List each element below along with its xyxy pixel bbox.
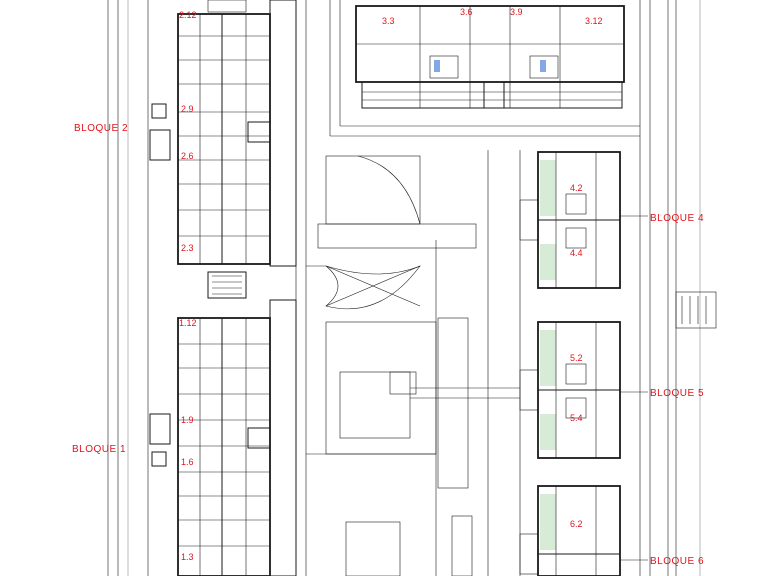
bloque-1-building [149, 271, 297, 576]
unit-label-3-12: 3.12 [585, 16, 603, 26]
unit-label-2-6: 2.6 [181, 151, 194, 161]
unit-label-1-3: 1.3 [181, 552, 194, 562]
unit-label-1-6: 1.6 [181, 457, 194, 467]
unit-label-3-3: 3.3 [382, 16, 395, 26]
unit-label-6-2: 6.2 [570, 519, 583, 529]
site-perimeter-lines [107, 0, 701, 576]
bloque-5-building [519, 321, 621, 459]
label-bloque-2: BLOQUE 2 [74, 123, 128, 134]
label-bloque-6: BLOQUE 6 [650, 556, 704, 567]
unit-label-2-3: 2.3 [181, 243, 194, 253]
unit-label-4-4: 4.4 [570, 248, 583, 258]
label-bloque-5: BLOQUE 5 [650, 388, 704, 399]
bloque-6-building [519, 485, 621, 576]
bloque-3-building [329, 0, 640, 137]
label-bloque-4: BLOQUE 4 [650, 213, 704, 224]
unit-label-2-12: 2.12 [179, 10, 197, 20]
east-entrance [675, 291, 717, 329]
bloque-4-building [519, 151, 621, 289]
unit-label-5-2: 5.2 [570, 353, 583, 363]
bloque-2-building [149, 0, 297, 267]
unit-label-5-4: 5.4 [570, 413, 583, 423]
label-leader-lines [620, 215, 648, 561]
unit-label-2-9: 2.9 [181, 104, 194, 114]
unit-label-1-12: 1.12 [179, 318, 197, 328]
unit-label-1-9: 1.9 [181, 415, 194, 425]
unit-label-3-6: 3.6 [460, 7, 473, 17]
unit-label-3-9: 3.9 [510, 7, 523, 17]
central-plaza [306, 155, 520, 576]
unit-label-4-2: 4.2 [570, 183, 583, 193]
label-bloque-1: BLOQUE 1 [72, 444, 126, 455]
